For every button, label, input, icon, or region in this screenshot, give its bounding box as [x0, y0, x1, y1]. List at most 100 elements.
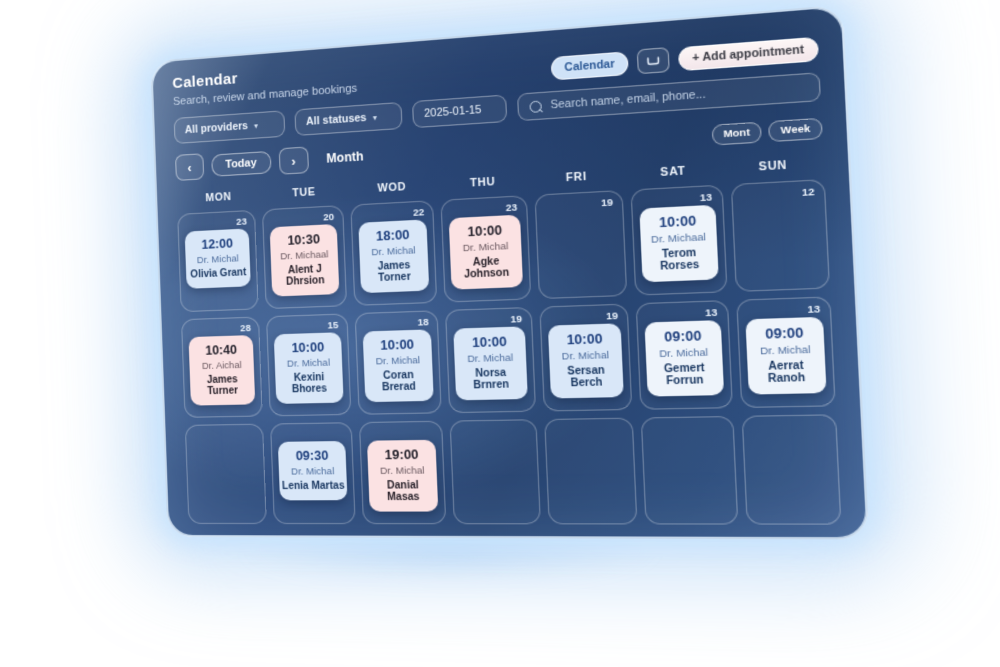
appointment-provider: Dr. Michal	[196, 253, 239, 267]
providers-select-value: All providers	[184, 119, 249, 137]
day-cell[interactable]	[543, 417, 638, 525]
tray-icon	[646, 55, 660, 67]
appointment-time: 10:30	[287, 231, 321, 248]
day-number: 13	[699, 191, 713, 205]
appointment-patient: Coran Brerad	[381, 369, 417, 394]
day-number: 19	[510, 313, 523, 326]
weekday-label: THU	[469, 175, 496, 190]
appointment-patient: Danial Masas	[386, 479, 420, 504]
weekday-label: WOD	[377, 180, 407, 195]
month-view-button[interactable]: Mont	[711, 121, 763, 146]
calendar-app-panel: Calendar Search, review and manage booki…	[150, 4, 870, 540]
day-number: 15	[327, 319, 339, 332]
weekday-label: FRI	[565, 170, 588, 185]
appointment-time: 10:00	[658, 213, 697, 231]
day-number: 23	[236, 216, 248, 229]
appointment-provider: Dr. Michal	[290, 465, 335, 478]
weekday-label: SUN	[758, 158, 788, 174]
appointment-time: 09:30	[295, 448, 329, 464]
appointment-patient: Olivia Grant	[190, 267, 247, 281]
chevron-down-icon: ▾	[372, 112, 378, 123]
today-button[interactable]: Today	[211, 150, 272, 177]
appointment-time: 09:00	[764, 325, 804, 342]
chevron-right-icon: ›	[290, 152, 296, 169]
appointment-provider: Dr. Aichal	[201, 359, 242, 373]
prev-button[interactable]: ‹	[175, 153, 205, 181]
appointment-patient: Aerrat Ranoh	[767, 359, 806, 386]
next-button[interactable]: ›	[278, 146, 309, 175]
search-icon	[529, 99, 542, 113]
appointment-time: 12:00	[201, 236, 234, 252]
header-actions: Calendar + Add appointment	[550, 36, 820, 81]
providers-select[interactable]: All providers ▾	[173, 110, 286, 145]
day-number: 12	[801, 186, 815, 200]
day-cell[interactable]: 19	[534, 189, 628, 300]
day-number: 28	[240, 322, 252, 335]
day-number: 13	[704, 306, 718, 320]
day-number: 18	[417, 316, 429, 329]
appointment-time: 19:00	[384, 447, 419, 463]
calendar-view-button[interactable]: Calendar	[550, 50, 629, 81]
appointment-time: 10:00	[471, 334, 508, 351]
appointment-time: 10:00	[291, 340, 325, 356]
appointment-time: 10:00	[380, 337, 415, 353]
appointment-provider: Dr. Michal	[759, 344, 811, 358]
appointment-time: 10:40	[205, 342, 238, 358]
appointment-provider: Dr. Michal	[659, 346, 709, 361]
tray-icon-button[interactable]	[636, 47, 670, 75]
appointment-patient: Sersan Berch	[567, 364, 605, 390]
chevron-down-icon: ▾	[253, 120, 259, 131]
day-cell[interactable]	[449, 419, 541, 525]
appointment-provider: Dr. Michaal	[279, 249, 329, 263]
weekday-label: MON	[205, 190, 232, 205]
day-cell[interactable]	[640, 415, 738, 525]
date-field[interactable]: 2025-01-15	[411, 94, 508, 129]
day-cell[interactable]	[741, 414, 842, 525]
day-number: 20	[323, 211, 335, 224]
appointment-patient: Kexini Bhores	[291, 371, 328, 396]
appointment-provider: Dr. Michal	[379, 465, 425, 478]
appointment-time: 09:00	[664, 328, 702, 345]
weekday-label: SAT	[660, 164, 687, 180]
appointment-patient: Gemert Forrun	[663, 362, 705, 388]
search-input[interactable]	[547, 79, 808, 113]
appointment-provider: Dr. Michal	[462, 240, 509, 255]
day-cell[interactable]: 12	[730, 179, 831, 292]
view-toggle: Mont Week	[711, 117, 823, 146]
statuses-select[interactable]: All statuses ▾	[294, 101, 403, 137]
appointment-provider: Dr. Michaal	[650, 231, 707, 247]
week-view-button[interactable]: Week	[768, 117, 823, 142]
day-cell[interactable]	[184, 423, 268, 525]
appointment-patient: James Turner	[206, 374, 239, 398]
add-appointment-button[interactable]: + Add appointment	[677, 36, 820, 71]
